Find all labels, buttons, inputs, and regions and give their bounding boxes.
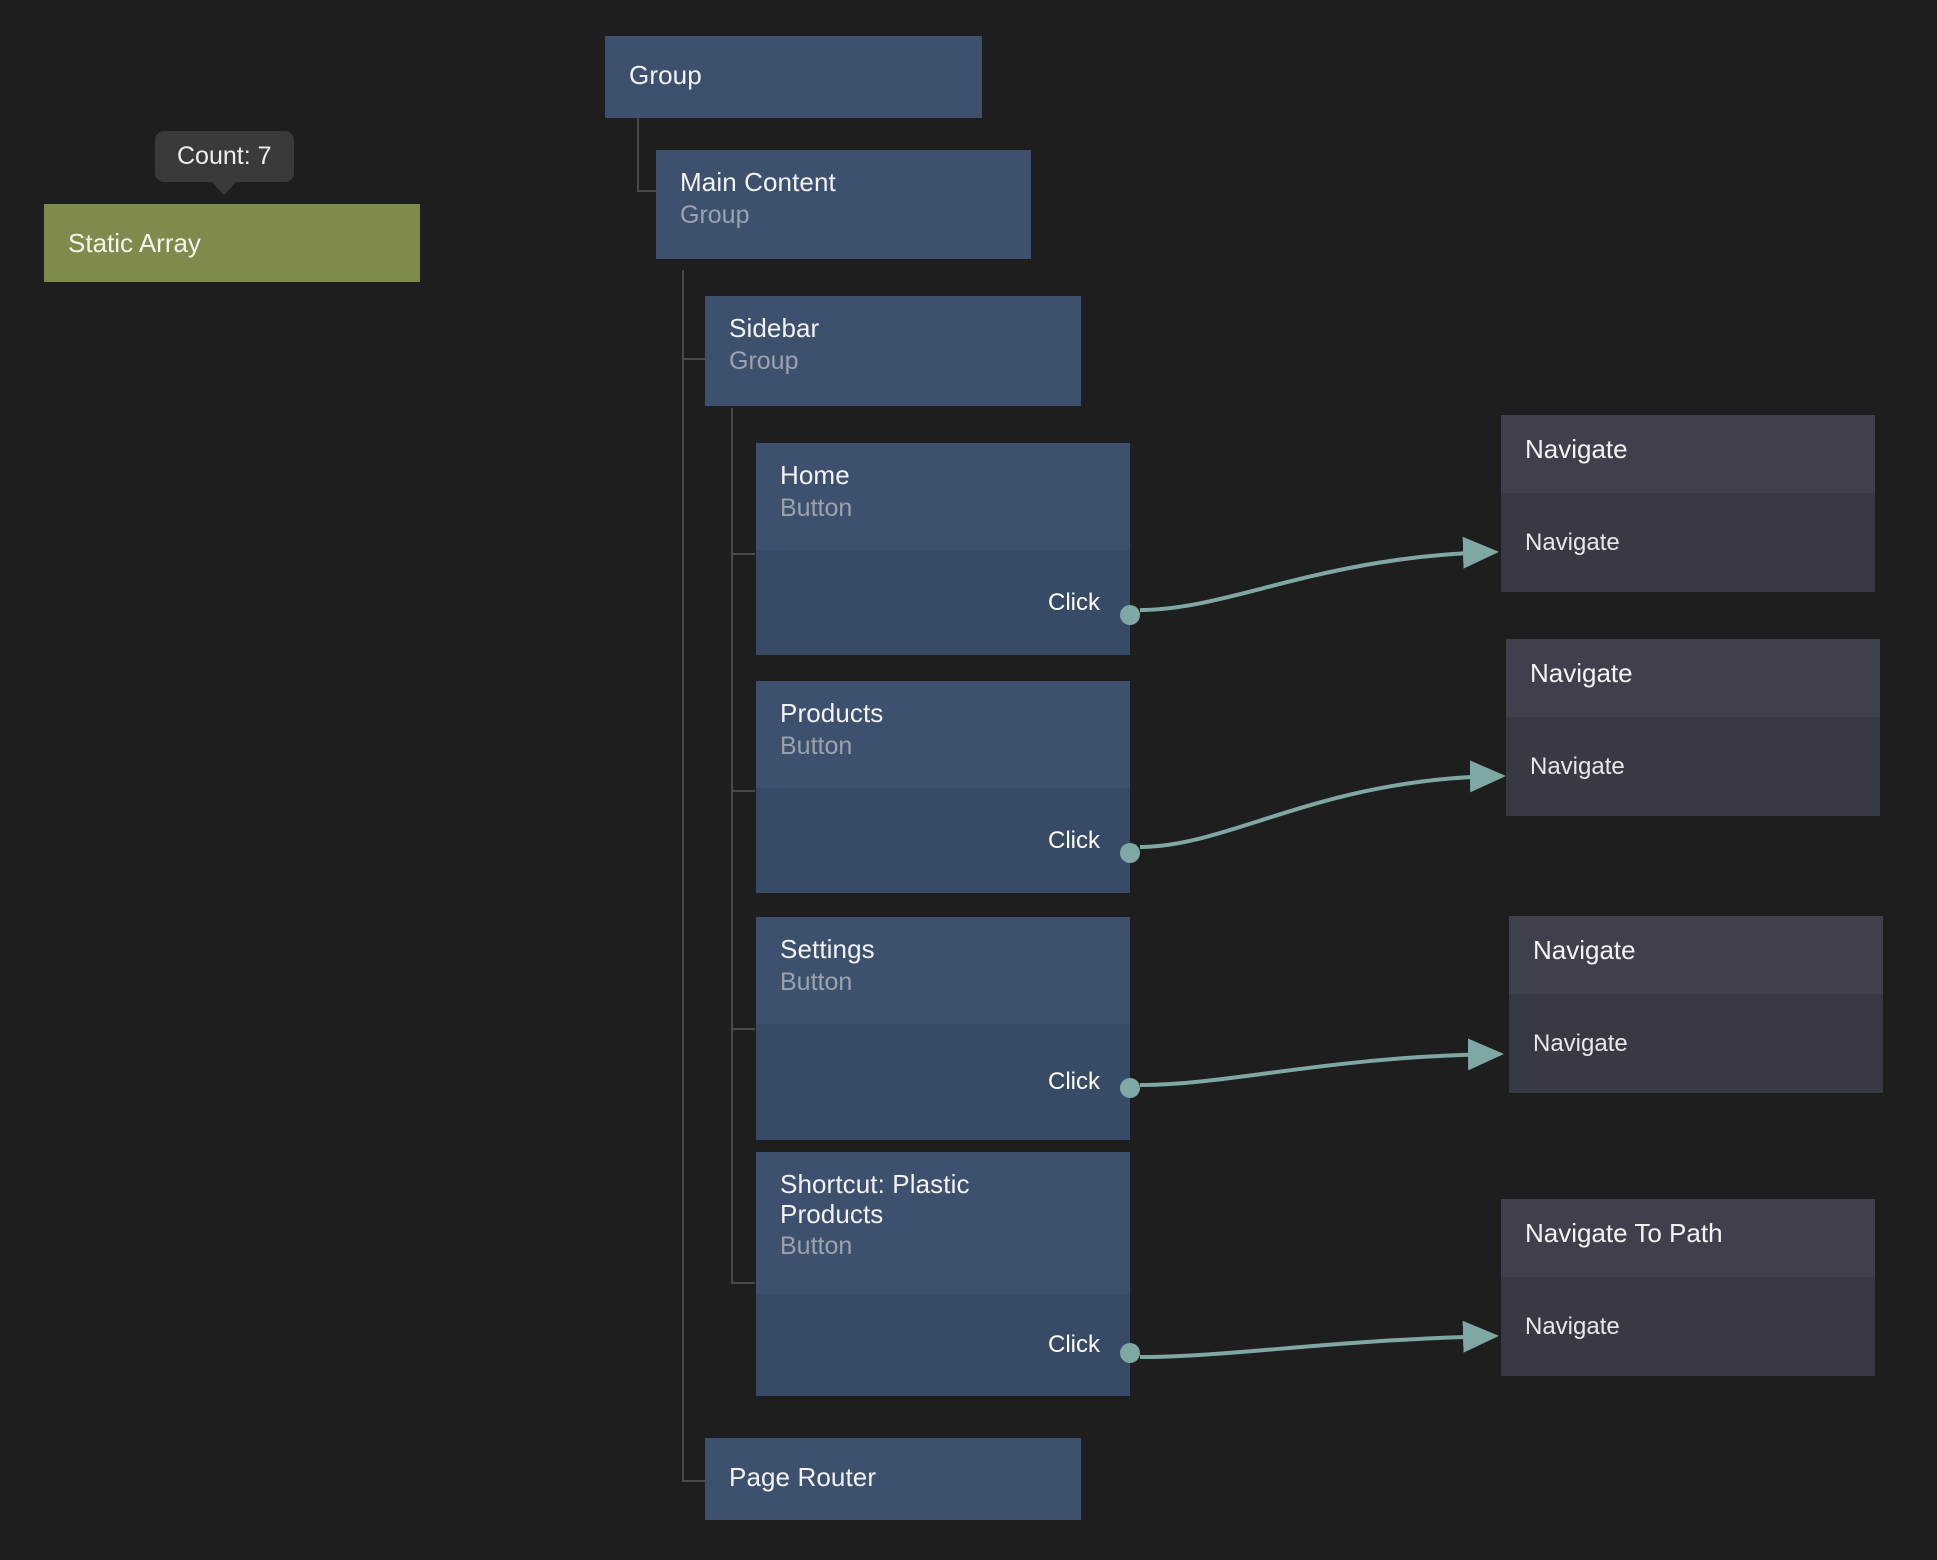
node-button-settings-click-port[interactable] — [1120, 1077, 1140, 1098]
action-node-navigate-to-path-title: Navigate To Path — [1525, 1218, 1723, 1248]
node-button-shortcut-click-port[interactable] — [1120, 1343, 1140, 1364]
node-button-home-click-port[interactable] — [1120, 605, 1140, 626]
node-button-settings-title: Settings — [780, 934, 875, 964]
node-button-products[interactable]: Products Button Click — [756, 681, 1140, 893]
action-node-navigate-1-header[interactable]: Navigate — [1501, 415, 1875, 493]
action-node-navigate-to-path-header[interactable]: Navigate To Path — [1501, 1199, 1875, 1277]
action-node-navigate-1-title: Navigate — [1525, 434, 1628, 464]
node-group-root-title: Group — [629, 60, 702, 91]
node-page-router[interactable]: Page Router — [705, 1438, 1081, 1520]
tree-guide-sidebar-settings — [731, 1028, 755, 1030]
node-button-shortcut-header[interactable]: Shortcut: Plastic Products Button — [756, 1152, 1130, 1294]
node-button-shortcut-plastic-products[interactable]: Shortcut: Plastic Products Button Click — [756, 1152, 1140, 1396]
node-button-shortcut-title: Shortcut: Plastic Products — [780, 1169, 970, 1229]
action-node-navigate-2-header[interactable]: Navigate — [1506, 639, 1880, 717]
node-button-shortcut-subtitle: Button — [780, 1232, 853, 1261]
node-sidebar-subtitle: Group — [729, 346, 799, 375]
action-node-navigate-1[interactable]: Navigate Navigate — [1501, 415, 1875, 592]
tooltip-label: Count: 7 — [177, 142, 272, 170]
edge-home-to-navigate — [1139, 536, 1499, 612]
action-node-navigate-2[interactable]: Navigate Navigate — [1506, 639, 1880, 816]
action-node-navigate-1-port-label: Navigate — [1525, 528, 1620, 556]
node-button-home-click-label: Click — [1048, 588, 1100, 616]
node-sidebar[interactable]: Sidebar Group — [705, 296, 1081, 406]
edge-shortcut-to-navigate-to-path — [1139, 1320, 1499, 1359]
tree-guide-root-branch — [637, 190, 660, 192]
tree-guide-sidebar-shortcut — [731, 1282, 755, 1284]
tree-guide-root — [637, 110, 639, 192]
node-button-settings-subtitle: Button — [780, 967, 853, 996]
node-button-products-footer[interactable]: Click — [756, 788, 1140, 893]
action-node-navigate-to-path[interactable]: Navigate To Path Navigate — [1501, 1199, 1875, 1376]
action-node-navigate-3-header[interactable]: Navigate — [1509, 916, 1883, 994]
node-main-content-subtitle: Group — [680, 200, 750, 229]
static-array-label: Static Array — [68, 227, 201, 258]
node-button-products-title: Products — [780, 698, 884, 728]
action-node-navigate-3[interactable]: Navigate Navigate — [1509, 916, 1883, 1093]
count-tooltip: Count: 7 — [155, 131, 294, 195]
node-main-content-title: Main Content — [680, 167, 836, 197]
static-array-node[interactable]: Static Array — [44, 204, 420, 282]
tree-guide-main-sidebar — [682, 358, 706, 360]
node-group-root[interactable]: Group — [605, 36, 982, 118]
node-button-settings-click-label: Click — [1048, 1068, 1100, 1095]
node-main-content[interactable]: Main Content Group — [656, 150, 1031, 259]
node-button-home-subtitle: Button — [780, 493, 853, 522]
tooltip-arrow-icon — [211, 181, 238, 195]
tree-guide-main-router — [682, 1480, 706, 1482]
node-button-shortcut-click-label: Click — [1048, 1331, 1100, 1358]
tree-guide-main — [682, 270, 684, 1482]
node-page-router-title: Page Router — [729, 1462, 877, 1493]
node-button-products-click-port[interactable] — [1120, 843, 1140, 864]
node-button-products-click-label: Click — [1048, 826, 1100, 854]
node-button-settings-header[interactable]: Settings Button — [756, 917, 1130, 1024]
tree-guide-sidebar-products — [731, 790, 755, 792]
edge-products-to-navigate — [1139, 760, 1506, 849]
node-button-home-footer[interactable]: Click — [756, 550, 1140, 655]
node-button-shortcut-footer[interactable]: Click — [756, 1294, 1140, 1396]
action-node-navigate-3-port-label: Navigate — [1533, 1029, 1628, 1057]
action-node-navigate-to-path-port-label: Navigate — [1525, 1312, 1620, 1340]
node-button-products-header[interactable]: Products Button — [756, 681, 1130, 788]
node-page-router-header[interactable]: Page Router — [705, 1438, 1081, 1520]
node-sidebar-header[interactable]: Sidebar Group — [705, 296, 1081, 406]
action-node-navigate-3-title: Navigate — [1533, 935, 1636, 965]
node-button-settings-footer[interactable]: Click — [756, 1024, 1140, 1140]
node-button-home-title: Home — [780, 460, 850, 490]
node-group-root-header[interactable]: Group — [605, 36, 982, 118]
tree-guide-sidebar-home — [731, 553, 755, 555]
node-main-content-header[interactable]: Main Content Group — [656, 150, 1031, 259]
node-button-products-subtitle: Button — [780, 731, 853, 760]
node-button-home-header[interactable]: Home Button — [756, 443, 1130, 550]
tree-guide-sidebar — [731, 408, 733, 1284]
action-node-navigate-2-body[interactable]: Navigate — [1506, 717, 1880, 816]
action-node-navigate-1-body[interactable]: Navigate — [1501, 493, 1875, 592]
action-node-navigate-3-body[interactable]: Navigate — [1509, 994, 1883, 1093]
edge-settings-to-navigate — [1139, 1038, 1504, 1087]
action-node-navigate-to-path-body[interactable]: Navigate — [1501, 1277, 1875, 1376]
node-sidebar-title: Sidebar — [729, 313, 820, 343]
node-button-home[interactable]: Home Button Click — [756, 443, 1140, 655]
action-node-navigate-2-title: Navigate — [1530, 658, 1633, 688]
action-node-navigate-2-port-label: Navigate — [1530, 752, 1625, 780]
node-button-settings[interactable]: Settings Button Click — [756, 917, 1140, 1140]
